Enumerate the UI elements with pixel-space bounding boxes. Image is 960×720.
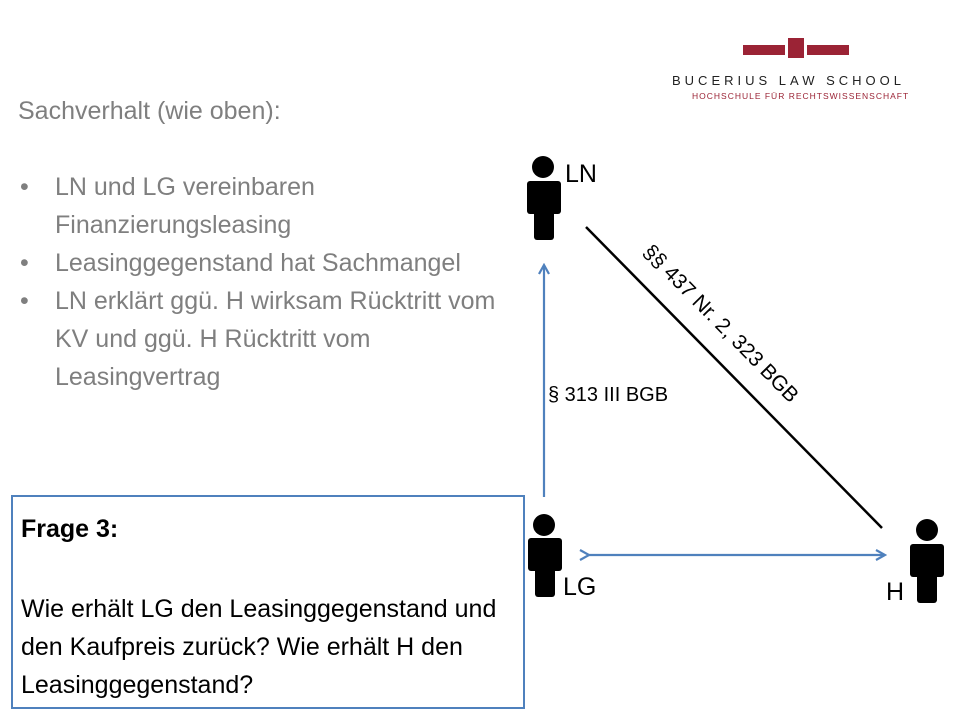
question-box: Frage 3: Wie erhält LG den Leasinggegens… [11, 495, 525, 709]
person-label-lg: LG [563, 573, 596, 601]
line-ln-h [585, 226, 883, 529]
logo-name: BUCERIUS LAW SCHOOL [672, 73, 905, 88]
bullet-item: LN und LG vereinbaren Finanzierungsleasi… [20, 168, 520, 244]
logo-bars [743, 38, 849, 58]
edge-label-313: § 313 III BGB [548, 384, 668, 406]
bullet-list: LN und LG vereinbaren Finanzierungsleasi… [20, 168, 520, 396]
question-text: Wie erhält LG den Leasinggegenstand und … [21, 595, 497, 699]
person-label-ln: LN [565, 160, 597, 188]
person-icon-lg [528, 514, 562, 597]
question-heading: Frage 3: [21, 515, 119, 543]
edge-label-437: §§ 437 Nr. 2, 323 BGB [638, 240, 803, 407]
slide-title: Sachverhalt (wie oben): [18, 97, 281, 125]
person-icon-h [910, 519, 944, 603]
person-label-h: H [886, 578, 904, 606]
person-icon-ln [527, 156, 561, 240]
bullet-item: LN erklärt ggü. H wirksam Rücktritt vom … [20, 282, 520, 396]
bullet-item: Leasinggegenstand hat Sachmangel [20, 244, 520, 282]
logo-subtitle: HOCHSCHULE FÜR RECHTSWISSENSCHAFT [692, 91, 910, 101]
